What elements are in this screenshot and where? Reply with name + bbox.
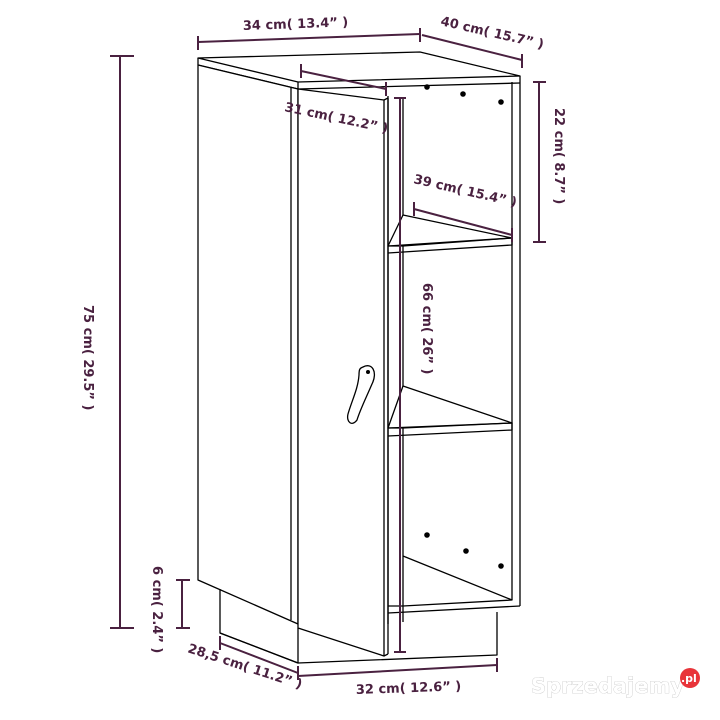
label-base-width: 32 cm( 12.6” ) [356, 679, 462, 698]
label-shelf-height: 22 cm( 8.7” ) [551, 108, 566, 204]
label-shelf-depth: 39 cm( 15.4” ) [412, 172, 518, 210]
cabinet-base [219, 589, 498, 664]
upper-shelf [387, 214, 513, 254]
lower-shelf [387, 385, 513, 437]
label-base-height: 6 cm( 2.4” ) [149, 566, 164, 653]
dimension-lines [110, 28, 546, 680]
watermark-dot-icon [680, 668, 700, 688]
watermark-brand: Sprzedajemy [531, 674, 685, 698]
bottom-panel [388, 555, 513, 607]
cabinet-outline [197, 51, 521, 664]
cabinet-left-side [197, 64, 299, 625]
watermark-suffix: .pl [681, 672, 697, 685]
door-handle [346, 365, 376, 424]
label-top-depth: 40 cm( 15.7” ) [439, 14, 545, 52]
label-top-width: 34 cm( 13.4” ) [243, 15, 349, 34]
watermark-logo: Sprzedajemy .pl [531, 668, 700, 698]
label-base-depth: 28,5 cm( 11.2” ) [186, 642, 304, 693]
label-total-height: 75 cm( 29.5” ) [80, 305, 95, 410]
label-inner-height: 66 cm( 26” ) [419, 283, 434, 374]
shelf-pin-holes [424, 84, 504, 569]
